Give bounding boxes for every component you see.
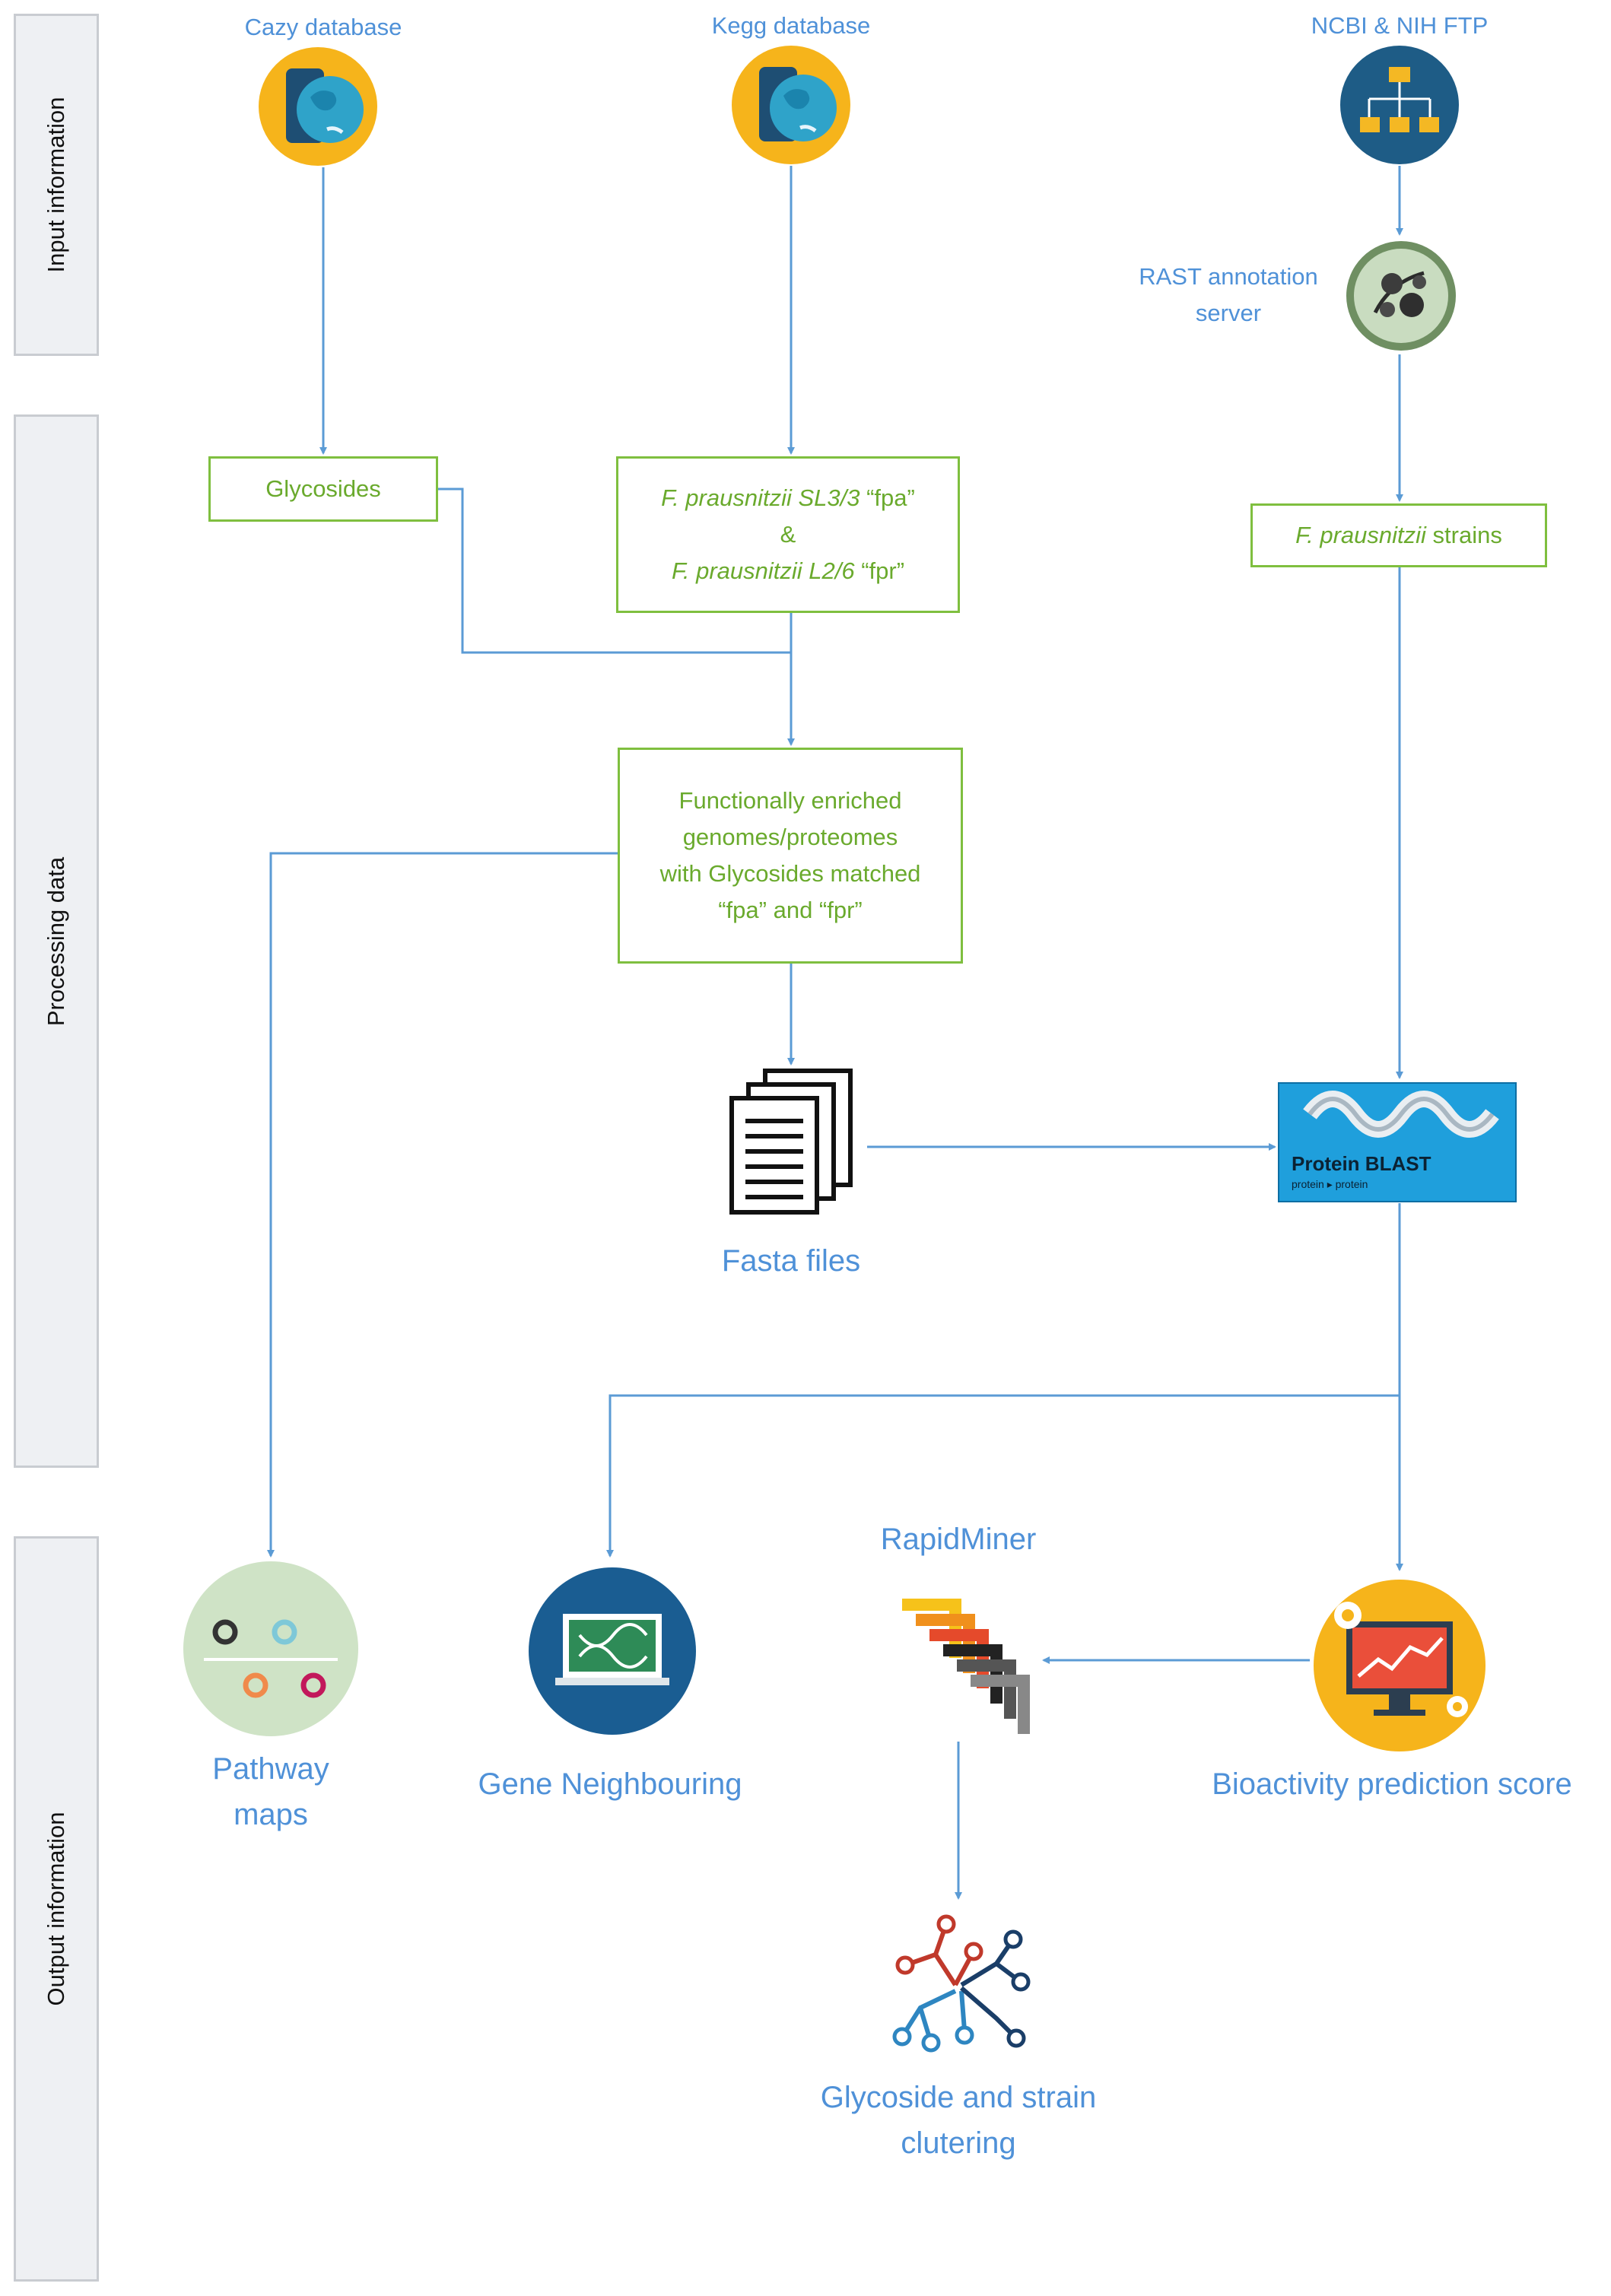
- line-glycosides-to-merge: [438, 487, 791, 654]
- enriched-line2: genomes/proteomes: [682, 823, 898, 850]
- rast-label-line2: server: [1195, 300, 1262, 327]
- fpr-line: F. prausnitzii L2/6 “fpr”: [618, 553, 958, 589]
- strains-box: F. prausnitzii strains: [1250, 503, 1547, 567]
- arrow-blast-to-gene: [606, 1203, 1401, 1558]
- clustering-label-line2: clutering: [901, 2126, 1016, 2160]
- strains-species: F. prausnitzii: [1295, 521, 1426, 548]
- glycosides-text: Glycosides: [265, 475, 381, 502]
- clustering-label: Glycoside and strain clutering: [791, 2075, 1126, 2166]
- fprausnitzii-pair-box: F. prausnitzii SL3/3 “fpa” & F. prausnit…: [616, 456, 960, 613]
- rapidminer-logo-icon: [902, 1599, 1030, 1734]
- bioactivity-label: Bioactivity prediction score: [1212, 1767, 1572, 1801]
- protein-blast-badge: Protein BLAST protein ▸ protein: [1278, 1082, 1517, 1202]
- fpa-species: F. prausnitzii SL3/3: [661, 484, 860, 511]
- pathway-label-line1: Pathway: [212, 1752, 329, 1786]
- cazy-database-icon: [259, 47, 377, 166]
- fpa-code: “fpa”: [860, 484, 915, 511]
- gene-label: Gene Neighbouring: [478, 1767, 742, 1801]
- rast-server-icon: [1346, 241, 1456, 351]
- kegg-database-icon: [732, 46, 850, 164]
- enriched-line4: “fpa” and “fpr”: [718, 897, 863, 924]
- lane-processing: Processing data: [14, 414, 99, 1468]
- rapidminer-label: RapidMiner: [880, 1523, 1037, 1556]
- strains-line: F. prausnitzii strains: [1253, 517, 1545, 554]
- clustering-label-line1: Glycoside and strain: [820, 2081, 1097, 2114]
- enriched-box: Functionally enriched genomes/proteomes …: [618, 748, 963, 964]
- lane-input: Input information: [14, 14, 99, 356]
- gene-dna-laptop-icon: [529, 1567, 696, 1735]
- cazy-label: Cazy database: [244, 14, 402, 40]
- bioactivity-monitor-icon: [1314, 1580, 1485, 1751]
- fpr-code: “fpr”: [854, 557, 905, 585]
- glycosides-box: Glycosides: [208, 456, 438, 522]
- blast-subtitle: protein ▸ protein: [1292, 1178, 1368, 1190]
- rast-label: RAST annotation server: [1103, 259, 1354, 332]
- strains-word: strains: [1425, 521, 1502, 548]
- enriched-line3: with Glycosides matched: [659, 860, 921, 887]
- fpa-line: F. prausnitzii SL3/3 “fpa”: [618, 480, 958, 516]
- pathway-label: Pathway maps: [149, 1746, 392, 1837]
- arrow-enriched-to-pathway: [267, 852, 618, 1558]
- lane-output: Output information: [14, 1536, 99, 2282]
- kegg-label: Kegg database: [711, 12, 871, 39]
- fpr-species: F. prausnitzii L2/6: [671, 557, 855, 585]
- fasta-label: Fasta files: [721, 1244, 861, 1278]
- pathway-label-line2: maps: [234, 1798, 308, 1831]
- protein-helix-icon: [1303, 1091, 1499, 1138]
- ncbi-ftp-folder-tree-icon: [1340, 46, 1459, 164]
- pathway-maps-icon: [183, 1561, 358, 1736]
- ncbi-label: NCBI & NIH FTP: [1311, 12, 1489, 39]
- clustering-network-icon: [892, 1914, 1031, 2053]
- amp-line: &: [780, 520, 796, 548]
- blast-title: Protein BLAST: [1292, 1152, 1431, 1175]
- enriched-line1: Functionally enriched: [678, 786, 902, 814]
- fasta-files-icon: [729, 1069, 853, 1215]
- rast-label-line1: RAST annotation: [1139, 263, 1318, 290]
